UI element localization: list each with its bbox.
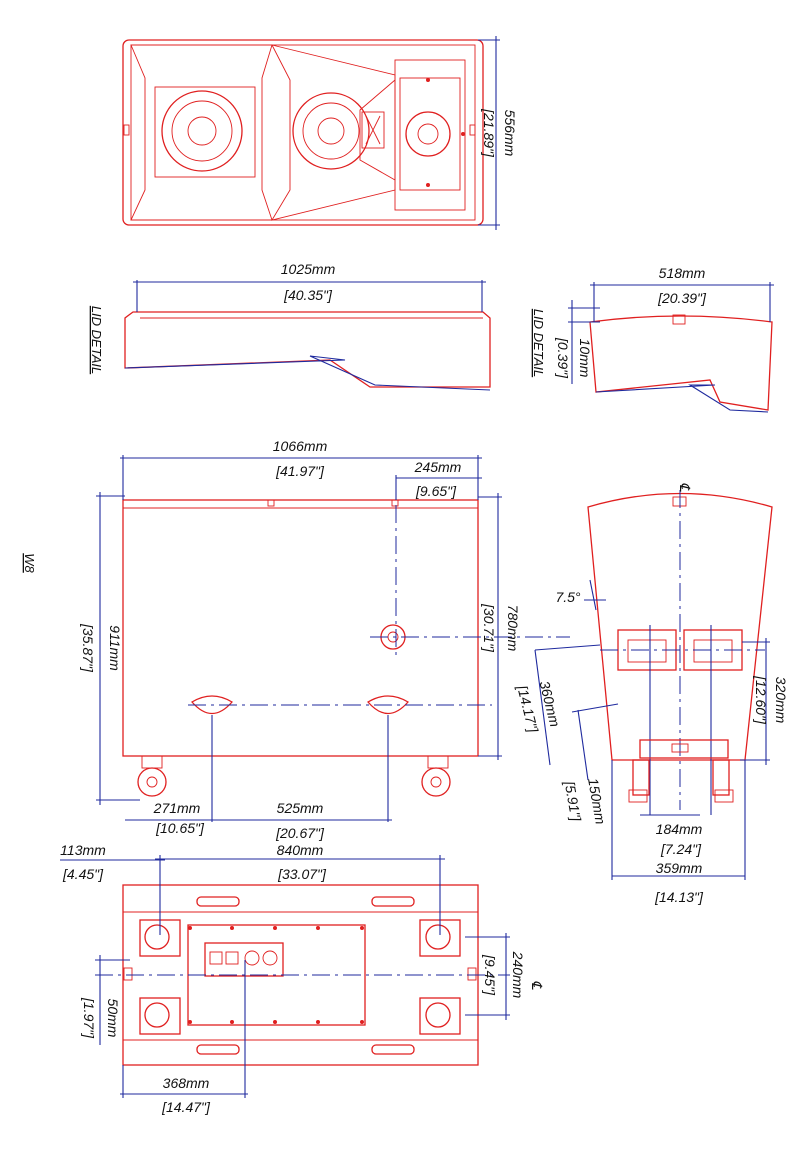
dim-lid-side-width-in: [20.39"]	[657, 290, 707, 306]
dim-side-low-mm: 150mm	[585, 777, 609, 826]
dim-bottom-small-mm: 50mm	[105, 999, 121, 1038]
dim-bottom-span-mm: 840mm	[277, 842, 324, 858]
dim-top-height-in: [21.89"]	[481, 108, 497, 158]
dim-front-height-in: [35.87"]	[80, 623, 96, 673]
dim-offset-in: [9.65"]	[415, 483, 457, 499]
lid-detail-label-2: LID DETAIL	[531, 309, 546, 377]
dim-front-width-in: [41.97"]	[275, 463, 325, 479]
dim-handle-left-mm: 271mm	[153, 800, 201, 816]
dim-bottom-small-in: [1.97"]	[81, 997, 97, 1039]
lid-front-view	[124, 280, 491, 391]
model-label: W8	[22, 553, 37, 573]
dim-handle-span-in: [20.67"]	[275, 825, 325, 841]
dim-side-width-mm: 359mm	[656, 860, 703, 876]
dim-bottom-left-mm: 113mm	[60, 842, 106, 858]
centerline-mark-1: ℄	[677, 483, 693, 493]
dim-side-base-mm: 184mm	[656, 821, 703, 837]
dim-bottom-offset-in: [14.47"]	[161, 1099, 211, 1115]
dim-lid-thick-in: [0.39"]	[555, 337, 571, 379]
dim-side-mid-mm: 360mm	[536, 679, 563, 728]
dim-lid-side-width-mm: 518mm	[659, 265, 706, 281]
dim-bottom-depth-in: [9.45"]	[482, 954, 498, 996]
dim-inner-height-mm: 780mm	[505, 605, 521, 652]
dim-lid-width-mm: 1025mm	[281, 261, 336, 277]
dim-side-width-in: [14.13"]	[654, 889, 704, 905]
dim-side-base-in: [7.24"]	[660, 841, 702, 857]
dim-front-width-mm: 1066mm	[273, 438, 328, 454]
dim-bottom-span-in: [33.07"]	[277, 866, 327, 882]
dim-inner-height-in: [30.71"]	[481, 603, 497, 653]
dim-bottom-left-in: [4.45"]	[62, 866, 104, 882]
lid-detail-label-1: LID DETAIL	[89, 306, 104, 374]
dim-side-handle-in: [12.60"]	[753, 675, 769, 725]
side-view	[534, 490, 773, 880]
dim-side-handle-mm: 320mm	[773, 677, 789, 724]
dim-offset-mm: 245mm	[414, 459, 462, 475]
bottom-view	[60, 855, 510, 1098]
dim-top-height-mm: 556mm	[502, 110, 518, 157]
dim-lid-thick-mm: 10mm	[577, 339, 593, 378]
top-view	[122, 36, 500, 230]
dim-side-mid-in: [14.17"]	[514, 683, 542, 735]
centerline-mark-2: ℄	[529, 981, 545, 991]
dim-lid-width-in: [40.35"]	[283, 287, 333, 303]
dim-handle-span-mm: 525mm	[277, 800, 324, 816]
lid-side-view	[568, 282, 774, 413]
dim-side-low-in: [5.91"]	[561, 779, 584, 823]
dim-handle-left-in: [10.65"]	[155, 820, 205, 836]
dim-bottom-offset-mm: 368mm	[163, 1075, 210, 1091]
dim-front-height-mm: 911mm	[107, 625, 123, 671]
front-view	[96, 455, 570, 822]
dim-bottom-depth-mm: 240mm	[510, 951, 526, 999]
dim-angle: 7.5°	[555, 589, 580, 605]
labels: 556mm [21.89"] 1025mm [40.35"] LID DETAI…	[22, 108, 789, 1115]
